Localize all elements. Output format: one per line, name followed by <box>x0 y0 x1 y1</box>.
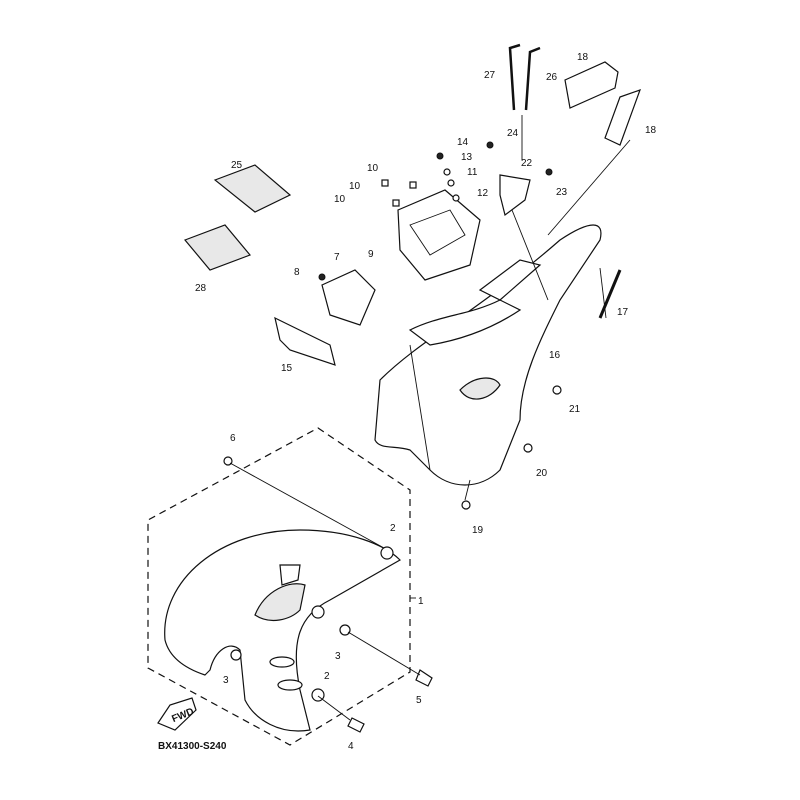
pad-18a <box>564 61 619 109</box>
callout-27: 27 <box>484 70 496 81</box>
callout-3: 3 <box>335 651 341 662</box>
collar-3b <box>230 649 242 661</box>
callout-6: 6 <box>230 433 236 444</box>
callout-21: 21 <box>569 404 581 415</box>
callout-10b: 10 <box>349 181 361 192</box>
callout-19: 19 <box>472 525 484 536</box>
callout-1: 1 <box>418 596 424 607</box>
nut-21 <box>552 385 562 395</box>
callout-11: 11 <box>467 167 478 178</box>
clip-10c <box>409 181 417 189</box>
bolt-5 <box>415 669 433 687</box>
callouts: 27 26 18 18 24 14 13 11 12 22 23 10 10 1… <box>195 52 657 752</box>
strip-17 <box>598 269 622 319</box>
callout-4: 4 <box>348 741 354 752</box>
callout-3b: 3 <box>223 675 229 686</box>
side-cover <box>374 224 602 486</box>
callout-2: 2 <box>390 523 396 534</box>
callout-8: 8 <box>294 267 300 278</box>
fwd-arrow-icon: FWD <box>157 697 197 731</box>
callout-16: 16 <box>549 350 561 361</box>
nut-12 <box>452 194 460 202</box>
clip-10a <box>381 179 389 187</box>
callout-9: 9 <box>368 249 374 260</box>
front-fender <box>164 529 401 732</box>
manual-25 <box>213 164 292 213</box>
callout-18: 18 <box>577 52 589 63</box>
nut-19 <box>461 500 471 510</box>
callout-22: 22 <box>521 158 533 169</box>
bolt-14 <box>436 152 444 160</box>
cover-15 <box>274 316 336 366</box>
callout-24: 24 <box>507 128 519 139</box>
clip-10b <box>392 199 400 207</box>
callout-12: 12 <box>477 188 489 199</box>
callout-10a: 10 <box>367 163 379 174</box>
callout-20: 20 <box>536 468 548 479</box>
callout-10c: 10 <box>334 194 346 205</box>
grommet-2b <box>311 605 325 619</box>
nut-23 <box>545 168 553 176</box>
washer-13 <box>443 168 451 176</box>
callout-15: 15 <box>281 363 293 374</box>
callout-17: 17 <box>617 307 629 318</box>
callout-28: 28 <box>195 283 207 294</box>
bolt-8 <box>318 273 326 281</box>
collar-3 <box>339 624 351 636</box>
callout-14: 14 <box>457 137 469 148</box>
callout-23: 23 <box>556 187 568 198</box>
manual-28 <box>183 224 252 271</box>
bracket-7 <box>321 269 376 326</box>
bracket-22 <box>499 174 531 217</box>
bracket-9 <box>397 189 481 281</box>
callout-26: 26 <box>546 72 558 83</box>
diagram-code: BX41300-S240 <box>158 741 227 752</box>
nut-11 <box>447 179 455 187</box>
hex-key-26 <box>524 46 541 111</box>
hex-key-27 <box>508 43 521 111</box>
grommet-2 <box>380 546 394 560</box>
callout-18b: 18 <box>645 125 657 136</box>
callout-2b: 2 <box>324 671 330 682</box>
nut-20 <box>523 443 533 453</box>
callout-25: 25 <box>231 160 243 171</box>
pad-18b <box>604 89 641 146</box>
callout-13: 13 <box>461 152 473 163</box>
callout-5: 5 <box>416 695 422 706</box>
fender-group-outline <box>147 427 411 746</box>
callout-7: 7 <box>334 252 340 263</box>
bolt-24 <box>486 141 494 149</box>
bolt-4 <box>347 717 365 733</box>
